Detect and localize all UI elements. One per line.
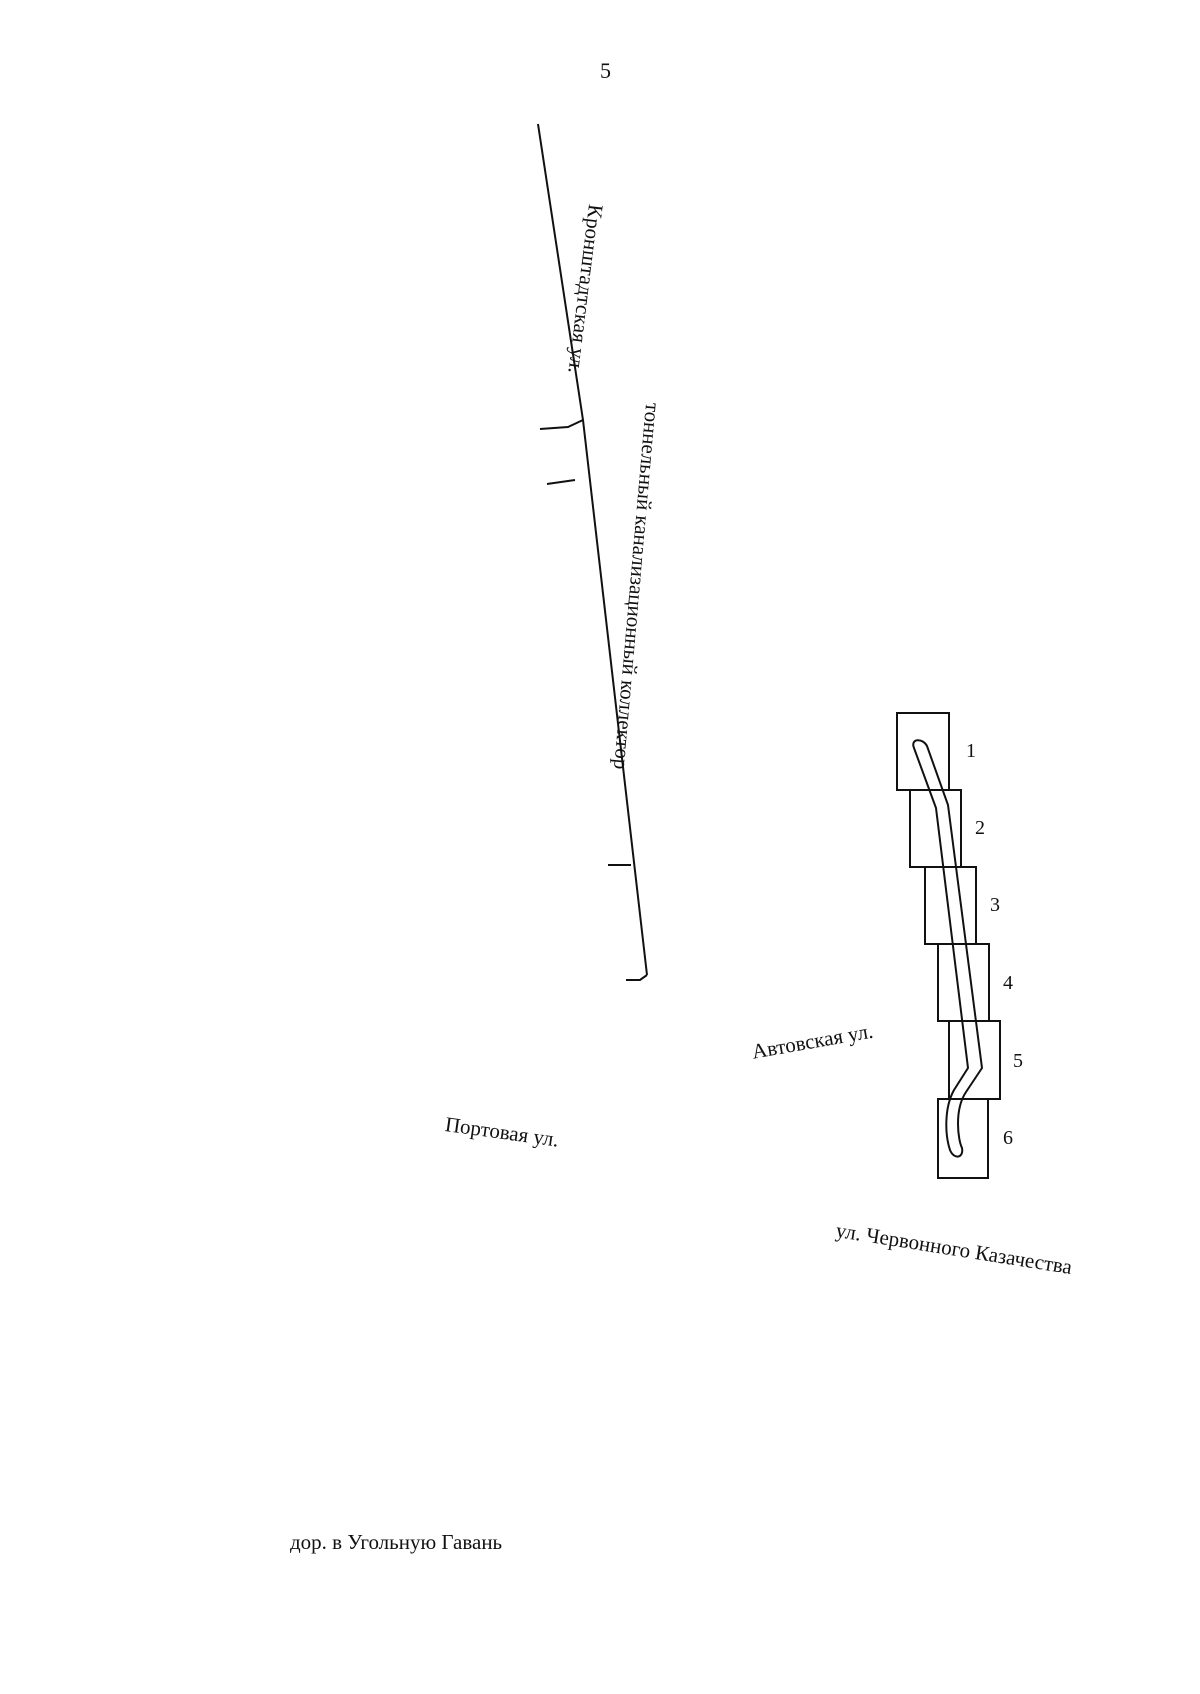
segment-number-6: 6 [1003,1127,1013,1149]
page-number: 5 [600,58,611,83]
segment-number-3: 3 [990,894,1000,916]
collector-route [912,739,983,1158]
segment-number-2: 2 [975,817,985,839]
segment-number-4: 4 [1003,972,1013,994]
segment-number-5: 5 [1013,1050,1023,1072]
segment-box-1 [896,712,950,791]
collector-branch-4 [626,974,648,981]
collector-branch-2 [546,479,576,485]
segment-box-4 [937,943,990,1022]
segment-box-2 [909,789,962,868]
segment-number-1: 1 [966,740,976,762]
collector-branch-1 [539,419,584,430]
road-label-coal-harbour: дор. в Угольную Гавань [290,1530,503,1554]
segment-box-6 [937,1098,989,1179]
